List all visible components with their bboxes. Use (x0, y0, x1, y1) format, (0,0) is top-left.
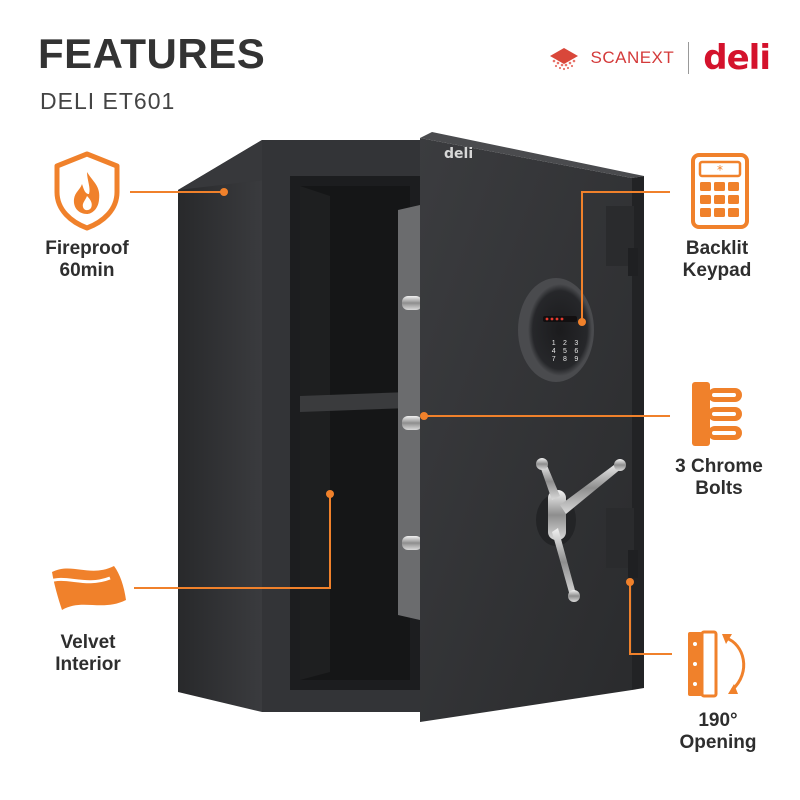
page-title: FEATURES (38, 30, 266, 77)
safe-shelf (300, 392, 410, 412)
bolts-icon (692, 382, 742, 446)
keypad-key: 1 (551, 340, 556, 347)
scanext-logo-icon (550, 48, 579, 71)
feature-opening-line2: Opening (679, 732, 757, 753)
fire-shield-icon (54, 151, 120, 231)
safe-door (420, 138, 632, 722)
deli-logo: deli (703, 38, 771, 78)
scanext-logo-text: SCANEXT (590, 48, 675, 67)
feature-velvet-line1: Velvet (60, 632, 116, 653)
keypad-panel (518, 278, 594, 382)
velvet-icon (47, 566, 126, 610)
feature-opening: 190° Opening (660, 710, 776, 754)
feature-bolts-line1: 3 Chrome (675, 456, 763, 477)
keypad-key: 8 (563, 356, 567, 363)
keypad-key: 4 (551, 348, 556, 355)
feature-fireproof-line2: 60min (59, 260, 115, 281)
keypad-key: 2 (563, 340, 567, 347)
feature-bolts-line2: Bolts (695, 478, 743, 499)
feature-fireproof: Fireproof 60min (28, 238, 146, 282)
feature-fireproof-line1: Fireproof (45, 238, 129, 259)
chrome-bolts (402, 296, 422, 550)
door-handle (536, 458, 626, 602)
keypad-key: 6 (574, 348, 579, 355)
logo-divider (688, 42, 690, 74)
door-deli-logo: deli (444, 146, 474, 162)
feature-bolts: 3 Chrome Bolts (652, 456, 786, 500)
feature-opening-line1: 190° (698, 710, 738, 731)
keypad-key: 9 (574, 356, 579, 363)
feature-keypad-line1: Backlit (685, 238, 749, 259)
keypad-key: 3 (574, 340, 579, 347)
feature-keypad: Backlit Keypad (662, 238, 772, 282)
keypad-key: 7 (551, 356, 556, 363)
feature-velvet-line2: Interior (55, 654, 121, 675)
feature-velvet: Velvet Interior (30, 632, 146, 676)
keypad-key: 5 (563, 348, 567, 355)
keypad-icon: * (691, 153, 749, 229)
keypad-keys: 1 2 3 4 5 6 7 8 9 (548, 340, 582, 363)
hinge-rotate-icon (688, 630, 746, 698)
svg-text:*: * (717, 163, 723, 177)
safe-side-panel (178, 140, 262, 712)
feature-keypad-line2: Keypad (682, 260, 752, 281)
page-subtitle: DELI ET601 (40, 88, 176, 114)
brand-logos: SCANEXT deli (548, 38, 771, 78)
